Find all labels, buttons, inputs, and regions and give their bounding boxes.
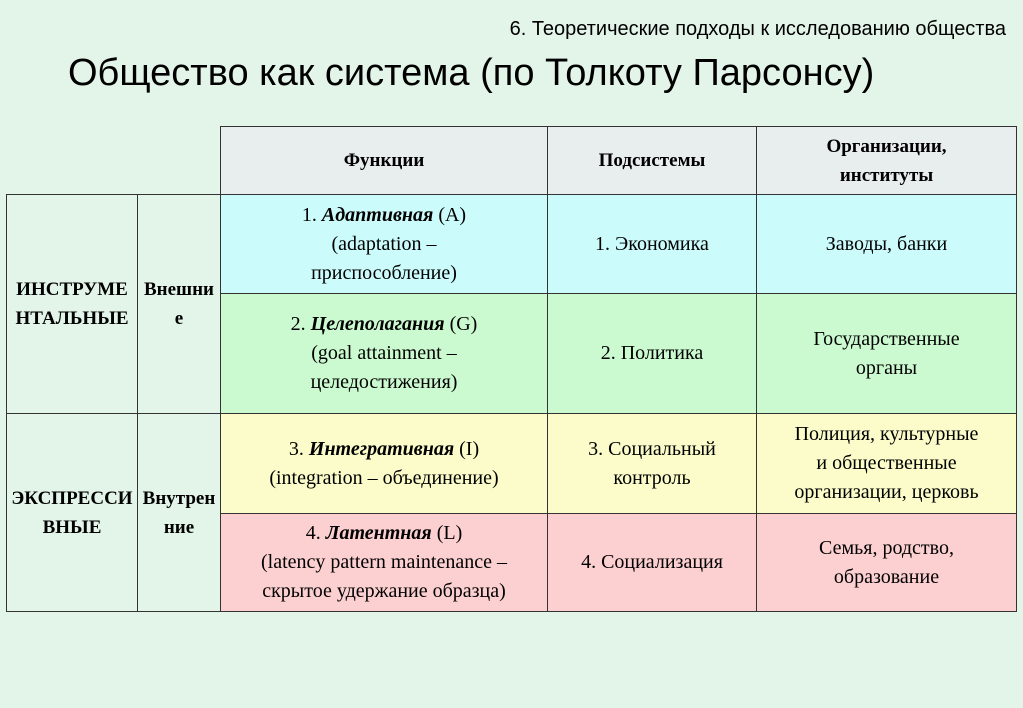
function-title: 2. Целеполагания (G) <box>225 310 543 339</box>
function-desc-line-1: (latency pattern maintenance – <box>261 551 507 573</box>
subsystem-cell: 3. Социальный контроль <box>547 413 757 514</box>
organizations-cell: Государственные органы <box>756 293 1017 414</box>
function-number: 1. <box>301 203 317 226</box>
organizations-line-3: организации, церковь <box>794 481 979 503</box>
function-title: 1. Адаптивная (A) <box>225 201 543 230</box>
group-scope-external: Внешние <box>137 194 221 414</box>
subsystem-line-1: 3. Социальный <box>588 437 716 460</box>
function-name: Адаптивная <box>321 203 434 226</box>
group-type-instrumental: ИНСТРУМЕНТАЛЬНЫЕ <box>6 194 138 414</box>
blank-corner <box>7 127 221 195</box>
function-desc-line-2: целедостижения) <box>310 371 458 393</box>
subsystem-line-1: 1. Экономика <box>595 232 709 255</box>
table-row: ИНСТРУМЕНТАЛЬНЫЕ Внешние 1. Адаптивная (… <box>6 194 1017 414</box>
header-subsystems: Подсистемы <box>547 126 757 195</box>
subsystem-line-1: 4. Социализация <box>581 551 723 573</box>
function-letter: (G) <box>449 313 478 335</box>
table-row: ЭКСПРЕССИВНЫЕ Внутренние 3. Интегративна… <box>6 413 1017 612</box>
function-desc-line-1: (integration – объединение) <box>269 466 499 489</box>
function-cell: 3. Интегративная (I) (integration – объе… <box>220 413 548 514</box>
subsystem-line-2: контроль <box>613 466 691 489</box>
function-letter: (L) <box>436 522 463 544</box>
function-letter: (A) <box>438 203 467 226</box>
function-desc-line-2: приспособление) <box>311 261 457 284</box>
subsystem-cell: 1. Экономика <box>547 194 757 294</box>
organizations-line-2: органы <box>855 356 918 379</box>
organizations-line-1: Заводы, банки <box>825 232 948 255</box>
organizations-line-1: Семья, родство, <box>819 536 954 559</box>
function-title: 4. Латентная (L) <box>225 519 543 548</box>
subsystem-cell: 2. Политика <box>547 293 757 414</box>
subsystem-line-1: 2. Политика <box>600 342 704 364</box>
table-row: 4. Латентная (L) (latency pattern mainte… <box>7 513 1017 612</box>
organizations-line-2: образование <box>833 565 940 588</box>
function-name: Интегративная <box>308 437 455 460</box>
group-type-expressive: ЭКСПРЕССИВНЫЕ <box>6 413 138 612</box>
header-organizations-line-2: институты <box>839 164 934 186</box>
organizations-line-2: и общественные <box>816 452 957 474</box>
function-cell: 1. Адаптивная (A) (adaptation – приспосо… <box>220 194 548 294</box>
function-letter: (I) <box>459 437 480 460</box>
slide-subtitle: 6. Теоретические подходы к исследованию … <box>509 18 1006 40</box>
header-functions: Функции <box>220 126 548 195</box>
table-row: 2. Целеполагания (G) (goal attainment – … <box>7 293 1017 414</box>
organizations-cell: Семья, родство, образование <box>756 513 1017 612</box>
slide-title: Общество как система (по Толкоту Парсонс… <box>68 52 875 94</box>
function-number: 2. <box>290 313 306 335</box>
parsons-table: Функции Подсистемы Организации, институт… <box>6 126 1017 612</box>
function-cell: 4. Латентная (L) (latency pattern mainte… <box>220 513 548 612</box>
subsystem-cell: 4. Социализация <box>547 513 757 612</box>
function-number: 4. <box>305 522 321 544</box>
function-title: 3. Интегративная (I) <box>225 435 543 464</box>
function-desc-line-2: скрытое удержание образца) <box>262 580 506 602</box>
function-name: Целеполагания <box>310 313 445 335</box>
organizations-line-1: Полиция, культурные <box>794 423 979 445</box>
group-scope-internal: Внутренние <box>137 413 221 612</box>
function-desc-line-1: (goal attainment – <box>311 342 457 364</box>
organizations-line-1: Государственные <box>813 327 960 350</box>
function-cell: 2. Целеполагания (G) (goal attainment – … <box>220 293 548 414</box>
header-organizations-line-1: Организации, <box>826 135 947 157</box>
function-desc-line-1: (adaptation – <box>331 232 437 255</box>
organizations-cell: Заводы, банки <box>756 194 1017 294</box>
header-organizations: Организации, институты <box>756 126 1017 195</box>
function-name: Латентная <box>325 522 432 544</box>
organizations-cell: Полиция, культурные и общественные орган… <box>756 413 1017 514</box>
function-number: 3. <box>288 437 304 460</box>
table-header-row: Функции Подсистемы Организации, институт… <box>7 126 1017 195</box>
